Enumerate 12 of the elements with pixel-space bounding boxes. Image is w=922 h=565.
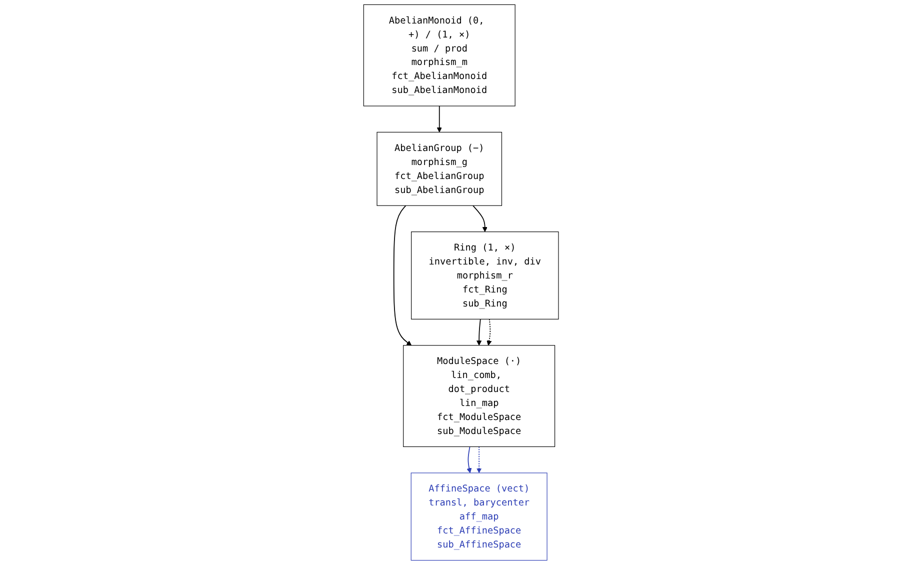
arrow [436,106,442,132]
node-box: AbelianGroup (−) morphism_g fct_AbelianGroup sub_AbelianGroup [376,132,502,206]
arrow [476,446,482,474]
node-box: AbelianMonoid (0, +) / (1, ×) sum / prod morphism_m fct_AbelianMonoid sub_AbelianMonoid [363,4,516,106]
arrow [393,205,412,346]
node-box: Ring (1, ×) invertible, inv, div morphism_r fct_Ring sub_Ring [410,232,559,320]
node-box: ModuleSpace (·) lin_comb, dot_product lin_map fct_ModuleSpace sub_ModuleSpace [403,345,555,448]
arrow [466,446,472,474]
node-box: AffineSpace (vect) transl, barycenter aff_map fct_AffineSpace sub_AffineSpace [410,472,548,561]
arrow [472,205,488,232]
arrow [476,318,482,346]
arrow [486,318,492,346]
